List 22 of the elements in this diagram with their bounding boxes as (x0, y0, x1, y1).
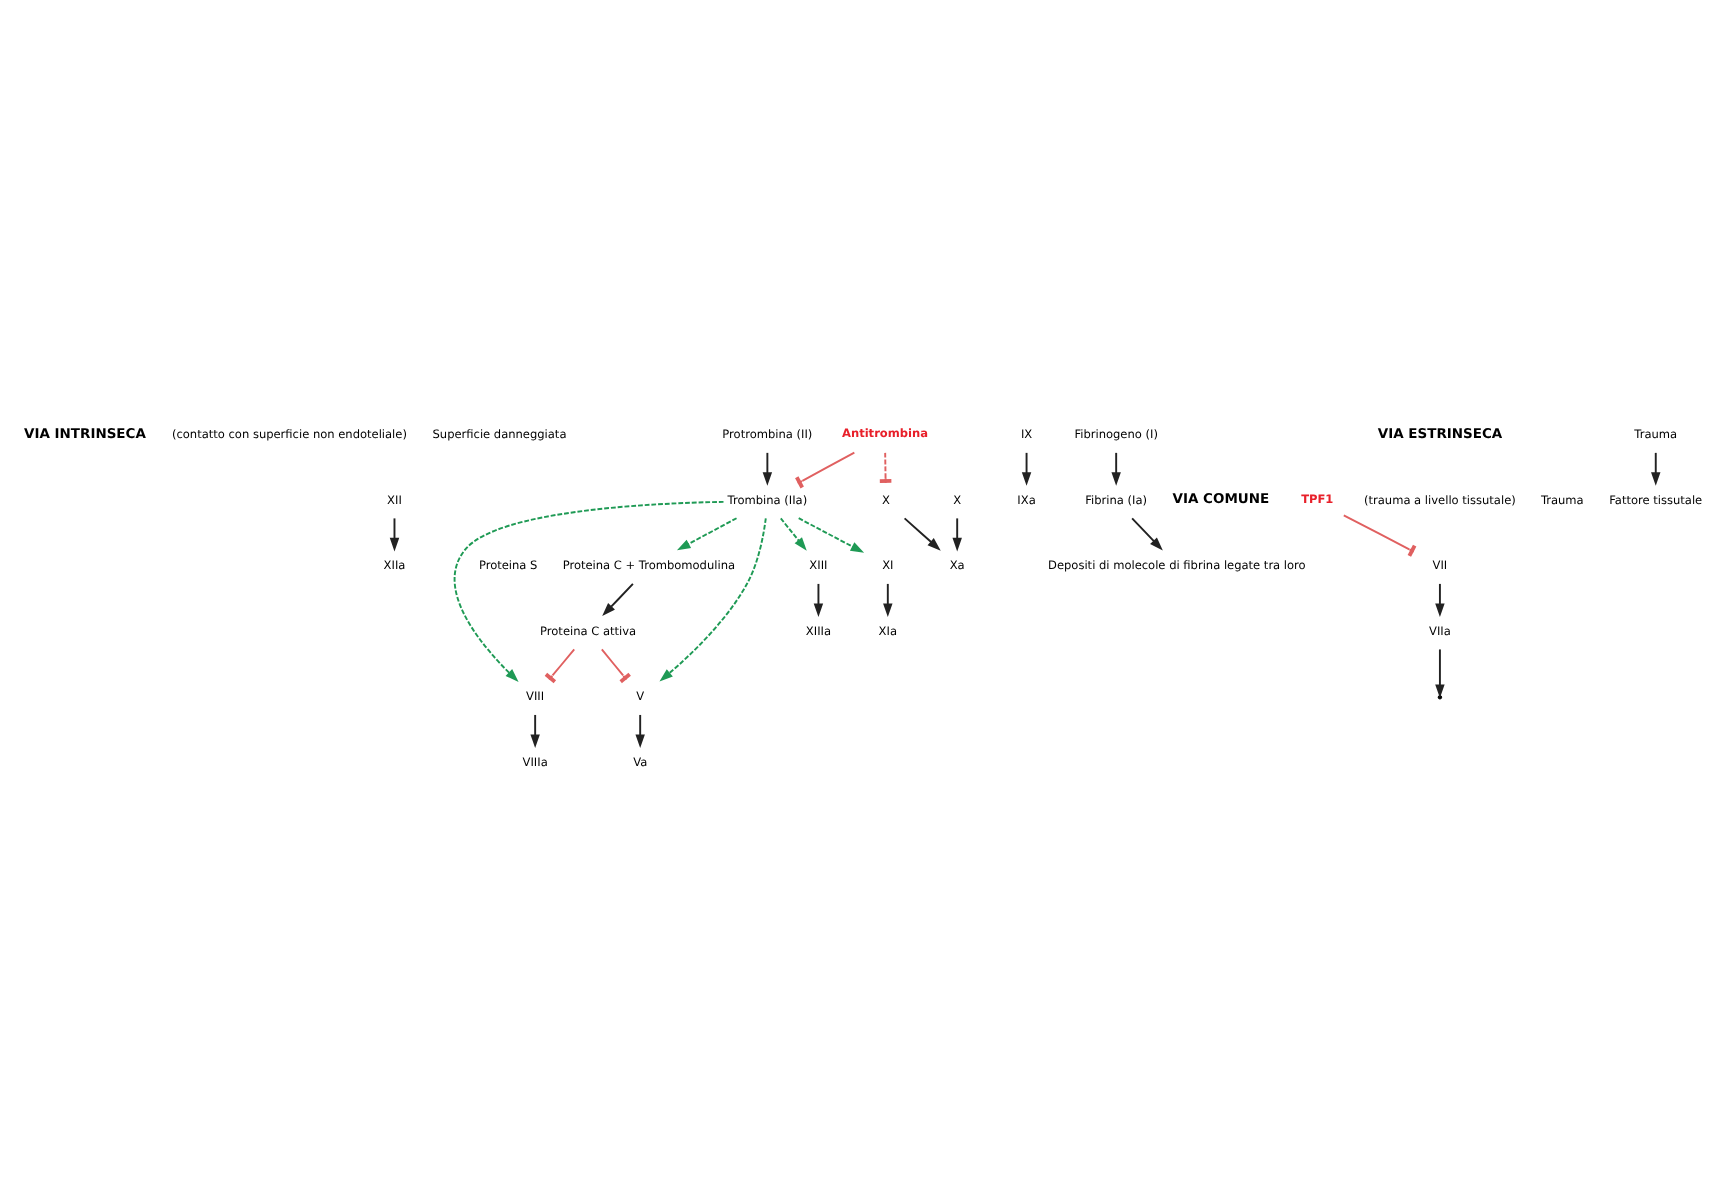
arrow (883, 581, 893, 616)
connector (795, 450, 856, 488)
arrow (779, 516, 807, 550)
arrow (602, 581, 634, 616)
arrow (1111, 450, 1121, 485)
arrow (676, 516, 738, 550)
arrow (1021, 450, 1032, 485)
arrow (1435, 647, 1445, 697)
arrow (1651, 450, 1661, 485)
arrow (903, 516, 941, 550)
arrow (762, 450, 773, 485)
arrow (797, 516, 865, 552)
arrow (1131, 516, 1163, 550)
arrow (813, 581, 824, 616)
connector (1342, 513, 1417, 556)
arrow (659, 516, 767, 681)
arrow (635, 713, 645, 747)
arrow (952, 516, 962, 551)
arrow (530, 713, 540, 747)
arrow (389, 516, 400, 551)
connector (544, 647, 576, 683)
arrow (1435, 581, 1445, 616)
